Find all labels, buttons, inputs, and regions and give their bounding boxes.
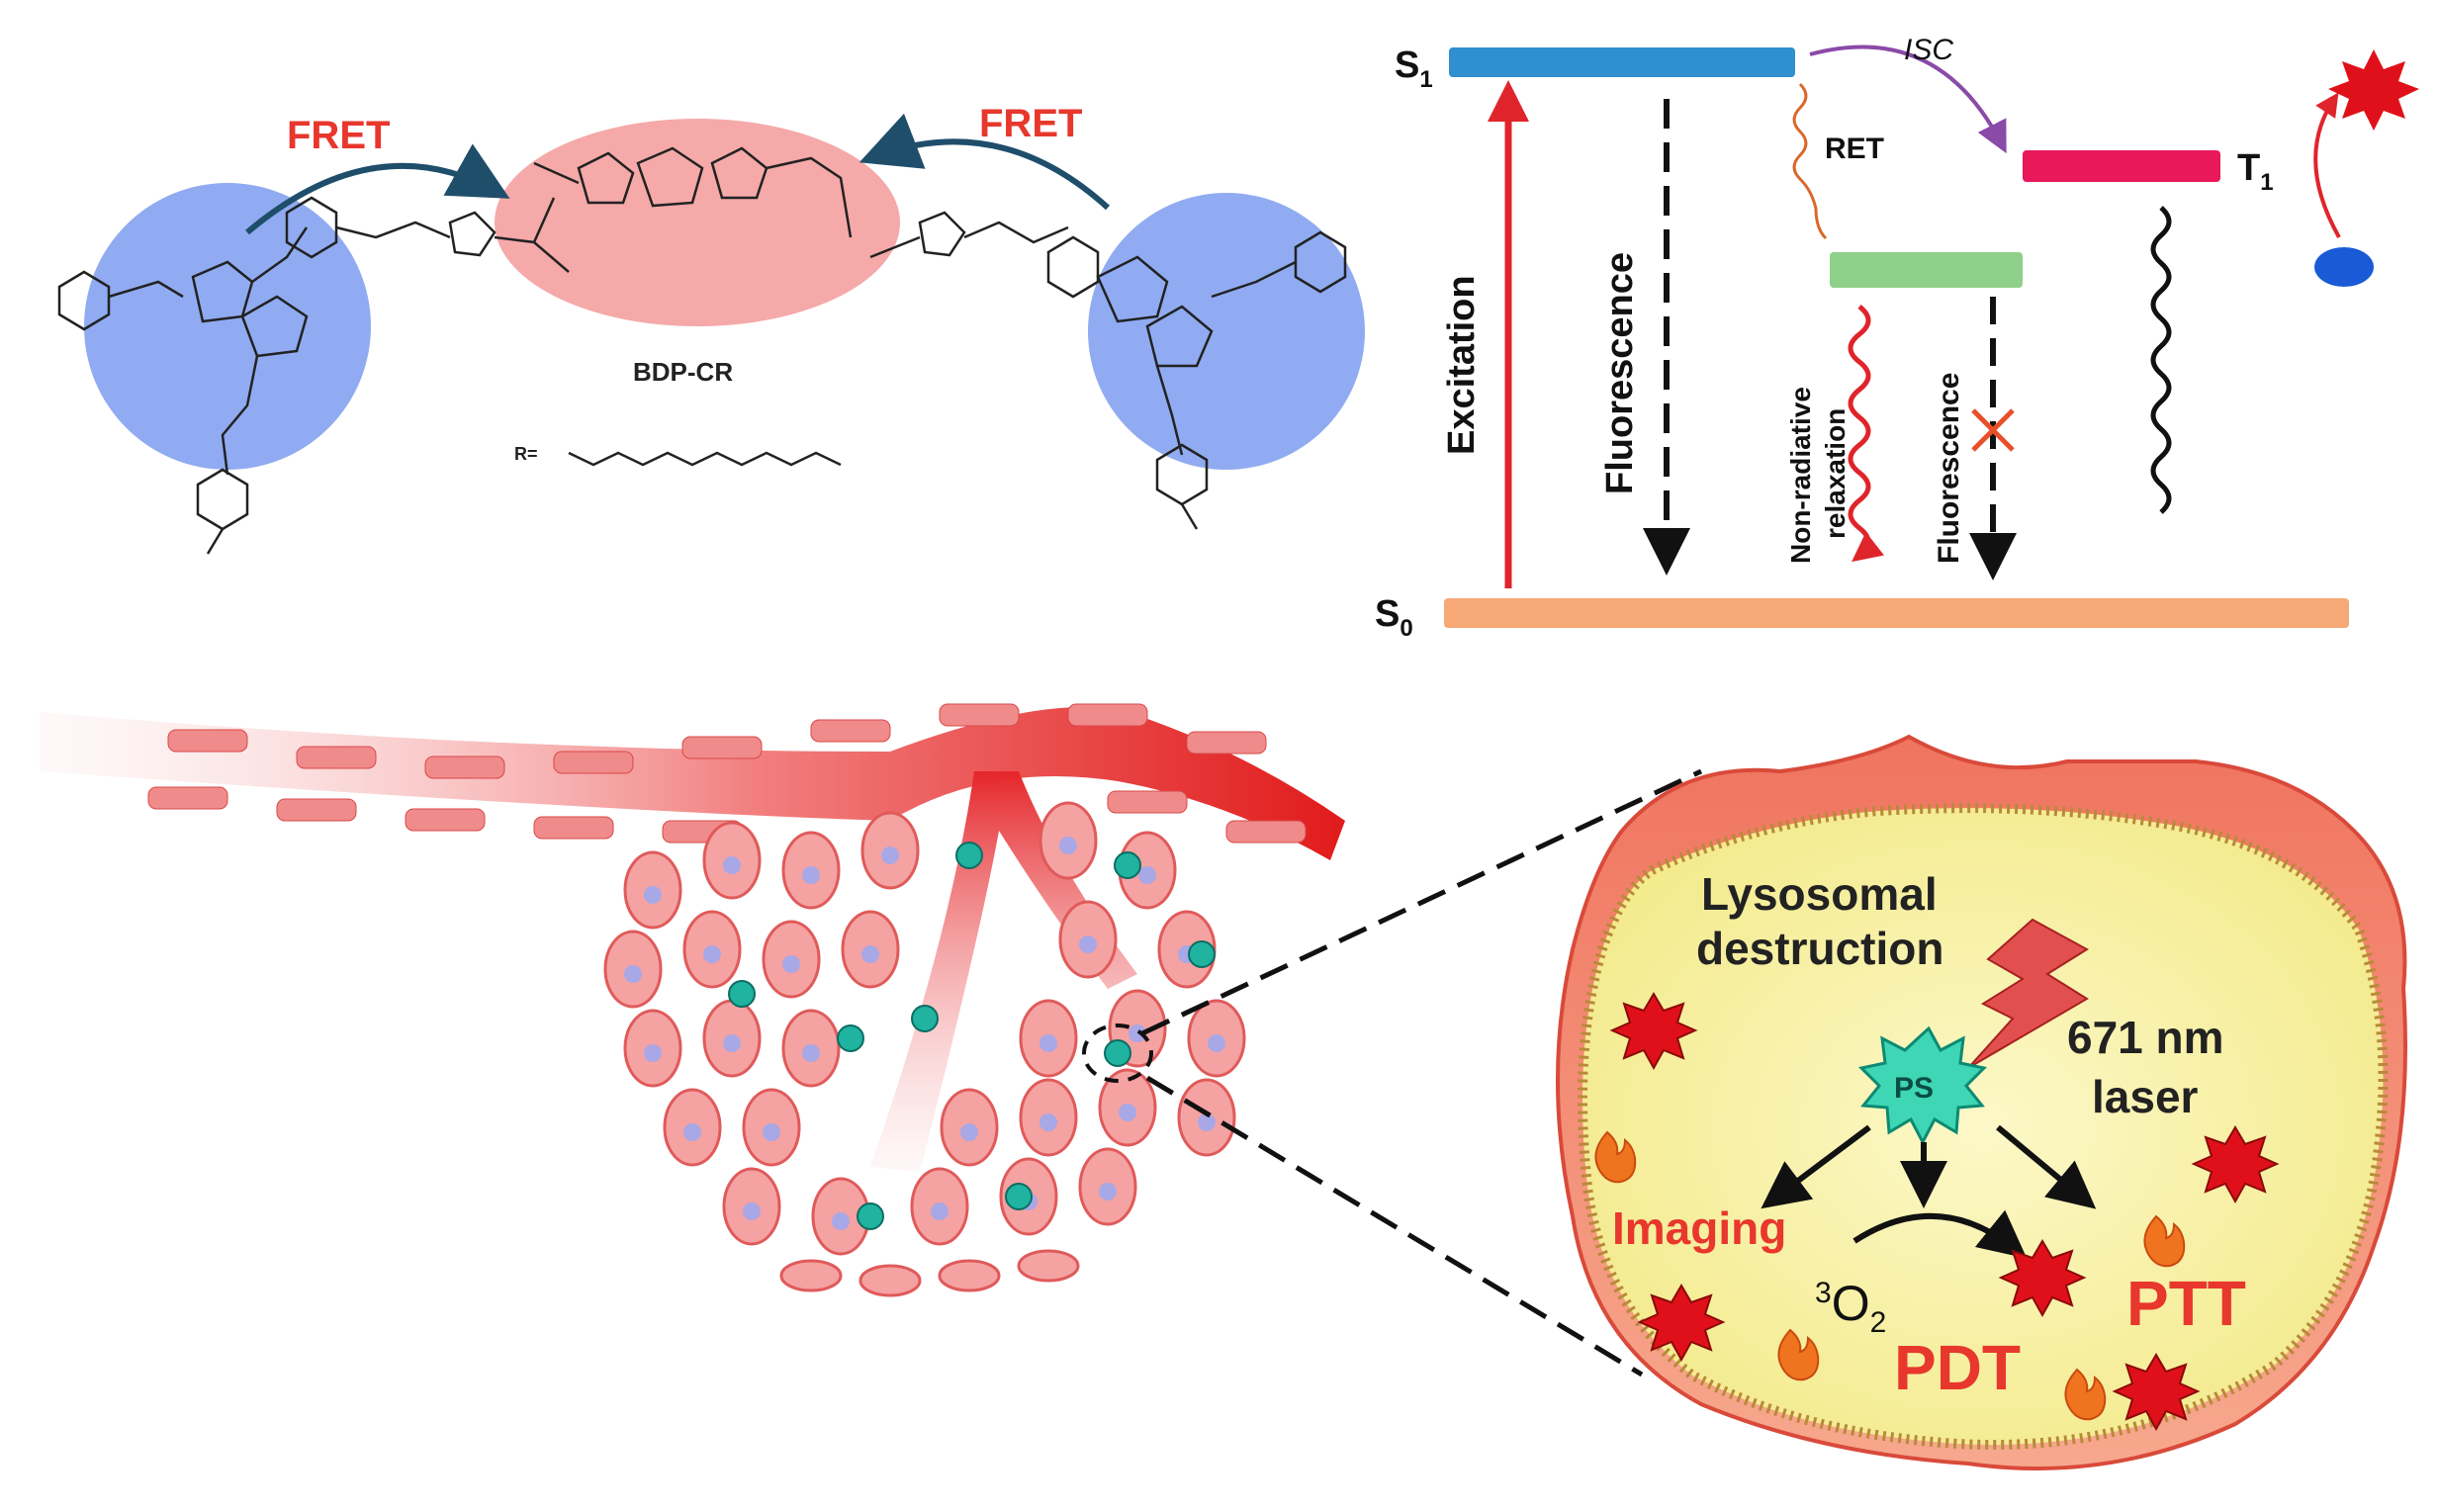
non-radiative-label-2: relaxation	[1820, 408, 1851, 539]
donor-circle-left	[84, 183, 371, 470]
t1-label: T1	[2237, 147, 2274, 196]
vessel-wall-cells-bottom	[147, 786, 1307, 844]
fret-arrow-right	[858, 113, 1111, 211]
laser-bolt-icon	[1967, 918, 2089, 1069]
o2-conversion-arrow	[1852, 1209, 2028, 1259]
ret-label: RET	[1825, 133, 1884, 165]
fluorescence-label-1: Fluorescence	[1599, 252, 1641, 494]
t1-level	[2023, 150, 2220, 182]
isc-arrow	[1809, 44, 2007, 154]
vessel-branch	[870, 771, 1137, 1172]
arrow-to-ptt	[1996, 1124, 2097, 1209]
pdt-label: PDT	[1894, 1332, 2021, 1403]
r-group-chain	[568, 451, 842, 467]
vessel-wall-cells-top	[167, 703, 1267, 779]
fret-label-right: FRET	[979, 102, 1082, 145]
t1-decay-arrow	[2150, 206, 2172, 514]
tumor-panel	[40, 703, 1703, 1378]
lysosomal-label-1: Lysosomal	[1701, 868, 1938, 920]
jablonski-diagram: S1 S0 T1 Excitation Fluorescence RET ISC…	[1375, 34, 2419, 642]
triplet-oxygen-icon	[2314, 247, 2374, 287]
r-group-label: R=	[514, 444, 538, 464]
singlet-oxygen-bursts	[1609, 992, 2280, 1432]
fluorescence-label-2: Fluorescence	[1933, 373, 1965, 564]
singlet-oxygen-icon-top	[2328, 49, 2419, 131]
triplet-oxygen-label: 3O2	[1815, 1276, 1886, 1339]
lysosomal-label-2: destruction	[1696, 923, 1943, 974]
zoom-focus-ring	[1082, 1023, 1153, 1083]
zoomed-cell-panel: Lysosomal destruction 671 nm laser PS Im…	[1556, 734, 2407, 1470]
non-radiative-arrow	[1848, 305, 1884, 563]
ret-arrow	[1792, 82, 1828, 240]
molecule-name: BDP-CR	[633, 357, 733, 387]
fret-label-left: FRET	[287, 114, 390, 157]
excitation-label: Excitation	[1441, 275, 1483, 455]
s1-label: S1	[1395, 44, 1433, 93]
nanoparticles	[728, 842, 1216, 1230]
non-radiative-label-1: Non-radiative	[1785, 387, 1816, 564]
lysosome-membrane	[1578, 803, 2389, 1450]
arrow-to-imaging	[1761, 1124, 1871, 1209]
zoom-line-bottom	[1145, 1075, 1644, 1378]
s1-level	[1449, 47, 1795, 77]
acceptor-ellipse	[495, 119, 900, 326]
s0-label: S0	[1375, 593, 1413, 642]
ps-label: PS	[1894, 1072, 1934, 1105]
blocked-cross	[1971, 408, 2015, 452]
isc-label: ISC	[1904, 34, 1953, 66]
oxygen-conversion-arrow	[2313, 92, 2341, 238]
blood-vessel	[40, 707, 1345, 860]
laser-label-2: laser	[2092, 1071, 2199, 1122]
fret-arrow-left	[245, 143, 510, 235]
molecule-structure	[57, 146, 1347, 555]
acceptor-level	[1830, 252, 2023, 288]
ptt-label: PTT	[2126, 1268, 2246, 1339]
heat-flame-icons	[1594, 1130, 2186, 1421]
tumor-cell-nuclei	[624, 837, 1225, 1230]
zoom-line-top	[1140, 768, 1703, 1036]
s0-level	[1444, 598, 2349, 628]
laser-label-1: 671 nm	[2067, 1012, 2224, 1063]
molecule-panel: FRET FRET	[57, 102, 1365, 555]
imaging-label: Imaging	[1612, 1202, 1786, 1254]
